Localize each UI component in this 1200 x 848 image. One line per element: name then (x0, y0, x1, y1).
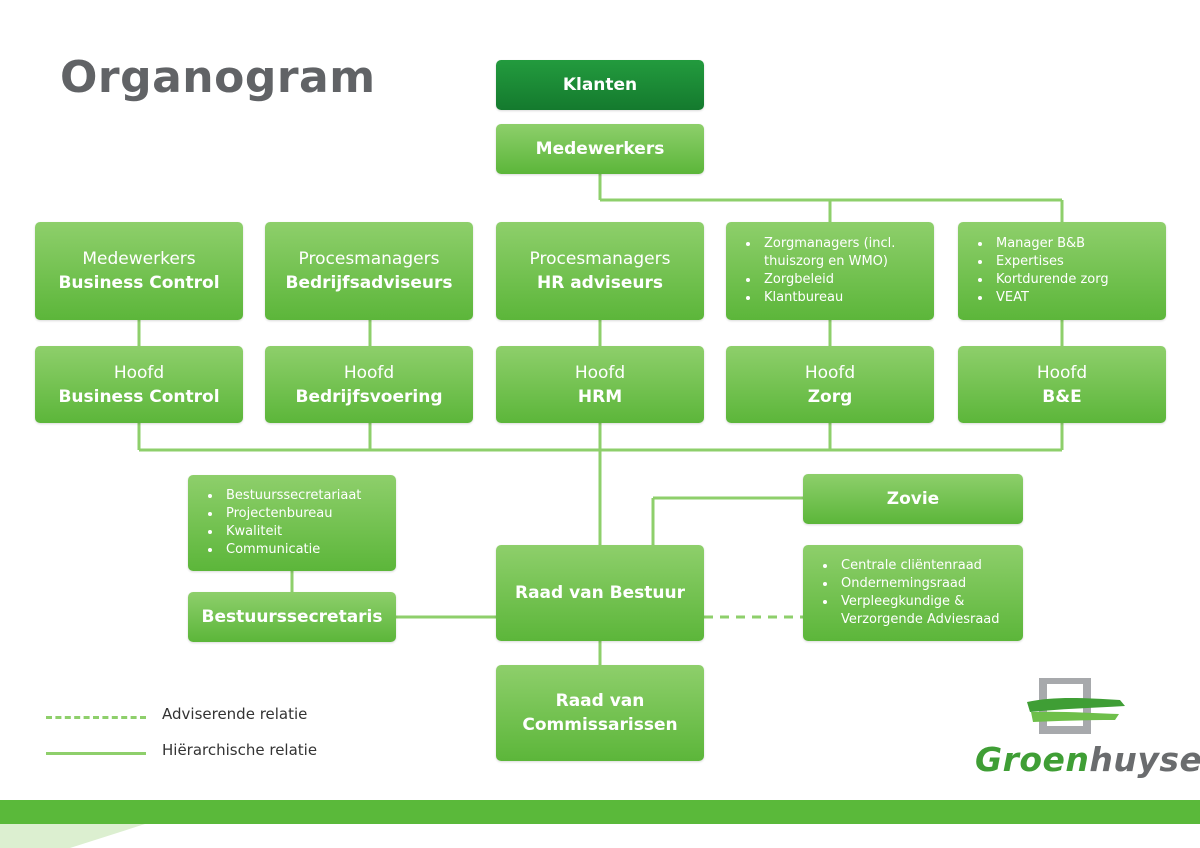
groenhuysen-logo: Groenhuysen (975, 678, 1200, 788)
legend-dashed-line (46, 716, 146, 719)
list-item: Kwaliteit (222, 523, 361, 541)
box-line2: Business Control (58, 273, 220, 293)
raden-list-box: Centrale cliëntenraad Ondernemingsraad V… (803, 545, 1023, 641)
box-line2: HR adviseurs (536, 273, 664, 293)
box-line1: Hoofd (343, 362, 395, 383)
be-list: Manager B&B Expertises Kortdurende zorg … (972, 235, 1109, 307)
raad-van-bestuur-box: Raad van Bestuur (496, 545, 704, 641)
logo-wordmark: Groenhuysen (975, 740, 1200, 779)
logo-part1: Groen (975, 740, 1090, 779)
bestuurssecretaris-box: Bestuurssecretaris (188, 592, 396, 642)
hoofd-business-control-box: Hoofd Business Control (35, 346, 243, 423)
klanten-label: Klanten (562, 75, 638, 95)
legend-solid-line (46, 752, 146, 755)
list-item: Zorgmanagers (incl. thuiszorg en WMO) (760, 235, 934, 271)
list-item: Projectenbureau (222, 505, 361, 523)
box-line2: Business Control (58, 386, 220, 407)
be-list-box: Manager B&B Expertises Kortdurende zorg … (958, 222, 1166, 320)
secretariaat-list-box: Bestuurssecretariaat Projectenbureau Kwa… (188, 475, 396, 571)
box-line1: Procesmanagers (529, 249, 671, 269)
box-line1: Hoofd (113, 362, 165, 383)
raden-list: Centrale cliëntenraad Ondernemingsraad V… (817, 557, 1023, 629)
raad-van-bestuur-label: Raad van Bestuur (514, 583, 686, 603)
list-item: Bestuurssecretariaat (222, 487, 361, 505)
hoofd-zorg-box: Hoofd Zorg (726, 346, 934, 423)
logo-mark-icon (1027, 678, 1125, 734)
box-line1: Hoofd (574, 362, 626, 383)
zovie-label: Zovie (886, 489, 940, 509)
list-item: Communicatie (222, 541, 361, 559)
box-line1: Hoofd (804, 362, 856, 383)
procesmanagers-bedrijfsadviseurs-box: Procesmanagers Bedrijfsadviseurs (265, 222, 473, 320)
box-line2: Bedrijfsvoering (295, 386, 443, 407)
list-item: Zorgbeleid (760, 271, 934, 289)
page-title: Organogram (60, 52, 376, 103)
list-item: Kortdurende zorg (992, 271, 1109, 289)
box-line1: Hoofd (1036, 362, 1088, 383)
logo-part2: huysen (1089, 740, 1200, 779)
hoofd-bedrijfsvoering-box: Hoofd Bedrijfsvoering (265, 346, 473, 423)
medewerkers-label: Medewerkers (535, 139, 665, 159)
zorg-list: Zorgmanagers (incl. thuiszorg en WMO) Zo… (740, 235, 934, 307)
box-line2: Zorg (807, 386, 853, 407)
box-line2: HRM (577, 386, 623, 407)
klanten-box: Klanten (496, 60, 704, 110)
raad-van-commissarissen-box: Raad van Commissarissen (496, 665, 704, 761)
list-item: VEAT (992, 289, 1109, 307)
list-item: Expertises (992, 253, 1109, 271)
zorg-list-box: Zorgmanagers (incl. thuiszorg en WMO) Zo… (726, 222, 934, 320)
procesmanagers-hr-box: Procesmanagers HR adviseurs (496, 222, 704, 320)
box-line1: Medewerkers (82, 249, 196, 269)
bestuurssecretaris-label: Bestuurssecretaris (201, 607, 383, 627)
hoofd-hrm-box: Hoofd HRM (496, 346, 704, 423)
box-line1: Procesmanagers (298, 249, 440, 269)
medewerkers-box: Medewerkers (496, 124, 704, 174)
secretariaat-list: Bestuurssecretariaat Projectenbureau Kwa… (202, 487, 361, 559)
hoofd-be-box: Hoofd B&E (958, 346, 1166, 423)
medewerkers-business-control-box: Medewerkers Business Control (35, 222, 243, 320)
raad-van-commissarissen-label: Raad van Commissarissen (522, 691, 678, 735)
list-item: Manager B&B (992, 235, 1109, 253)
list-item: Centrale cliëntenraad (837, 557, 1023, 575)
list-item: Verpleegkundige & Verzorgende Adviesraad (837, 593, 1023, 629)
footer-bar (0, 800, 1200, 824)
list-item: Klantbureau (760, 289, 934, 307)
box-line2: Bedrijfsadviseurs (285, 273, 453, 293)
legend-hierarchical-label: Hiërarchische relatie (162, 741, 318, 759)
box-line2: B&E (1042, 386, 1082, 407)
legend-advisory-label: Adviserende relatie (162, 705, 308, 723)
zovie-box: Zovie (803, 474, 1023, 524)
list-item: Ondernemingsraad (837, 575, 1023, 593)
